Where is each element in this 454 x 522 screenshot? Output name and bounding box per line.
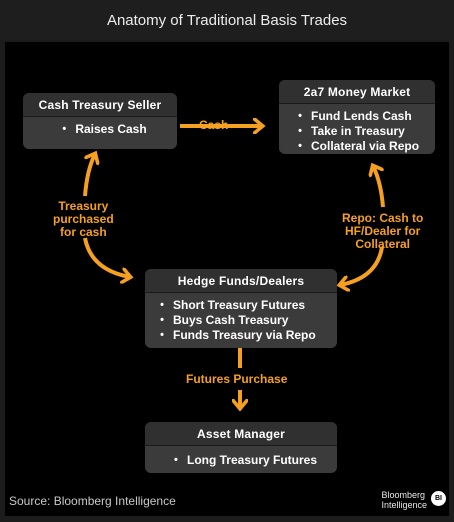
arrow-repo-up <box>373 166 385 208</box>
chart-title: Anatomy of Traditional Basis Trades <box>0 0 454 40</box>
money-market-box: 2a7 Money Market •Fund Lends Cash •Take … <box>279 80 435 154</box>
arrow-treasury-up <box>83 154 95 197</box>
list-item: •Fund Lends Cash <box>298 108 412 123</box>
arrow-repo-down <box>340 246 384 285</box>
edge-label-futures-purchase: Futures Purchase <box>186 372 288 386</box>
asset-manager-title: Asset Manager <box>145 422 337 446</box>
cash-treasury-seller-title: Cash Treasury Seller <box>23 93 177 117</box>
money-market-title: 2a7 Money Market <box>279 80 435 104</box>
list-item: •Take in Treasury <box>298 123 405 138</box>
list-item: •Collateral via Repo <box>298 138 420 153</box>
cash-treasury-seller-box: Cash Treasury Seller •Raises Cash <box>23 93 177 149</box>
list-item: •Short Treasury Futures <box>160 297 306 312</box>
source-note: Source: Bloomberg Intelligence <box>9 494 176 508</box>
list-item: •Funds Treasury via Repo <box>160 327 316 342</box>
hedge-funds-title: Hedge Funds/Dealers <box>145 269 337 293</box>
arrow-into-hedge-funds <box>83 237 130 277</box>
brand-badge-icon: BI <box>431 491 446 506</box>
edge-label-treasury-purchased: Treasury purchased for cash <box>53 199 114 239</box>
diagram-canvas: Cash Treasury Seller •Raises Cash 2a7 Mo… <box>5 42 449 516</box>
hedge-funds-box: Hedge Funds/Dealers •Short Treasury Futu… <box>145 269 337 348</box>
brand-logo-text: Bloomberg Intelligence <box>381 490 427 510</box>
asset-manager-box: Asset Manager •Long Treasury Futures <box>145 422 337 473</box>
flow-arrows <box>83 42 385 516</box>
list-item: •Raises Cash <box>62 121 147 136</box>
edge-label-repo: Repo: Cash to HF/Dealer for Collateral <box>342 211 424 251</box>
list-item: •Long Treasury Futures <box>174 452 318 467</box>
list-item: •Buys Cash Treasury <box>160 312 289 327</box>
edge-label-cash: Cash <box>199 118 229 132</box>
